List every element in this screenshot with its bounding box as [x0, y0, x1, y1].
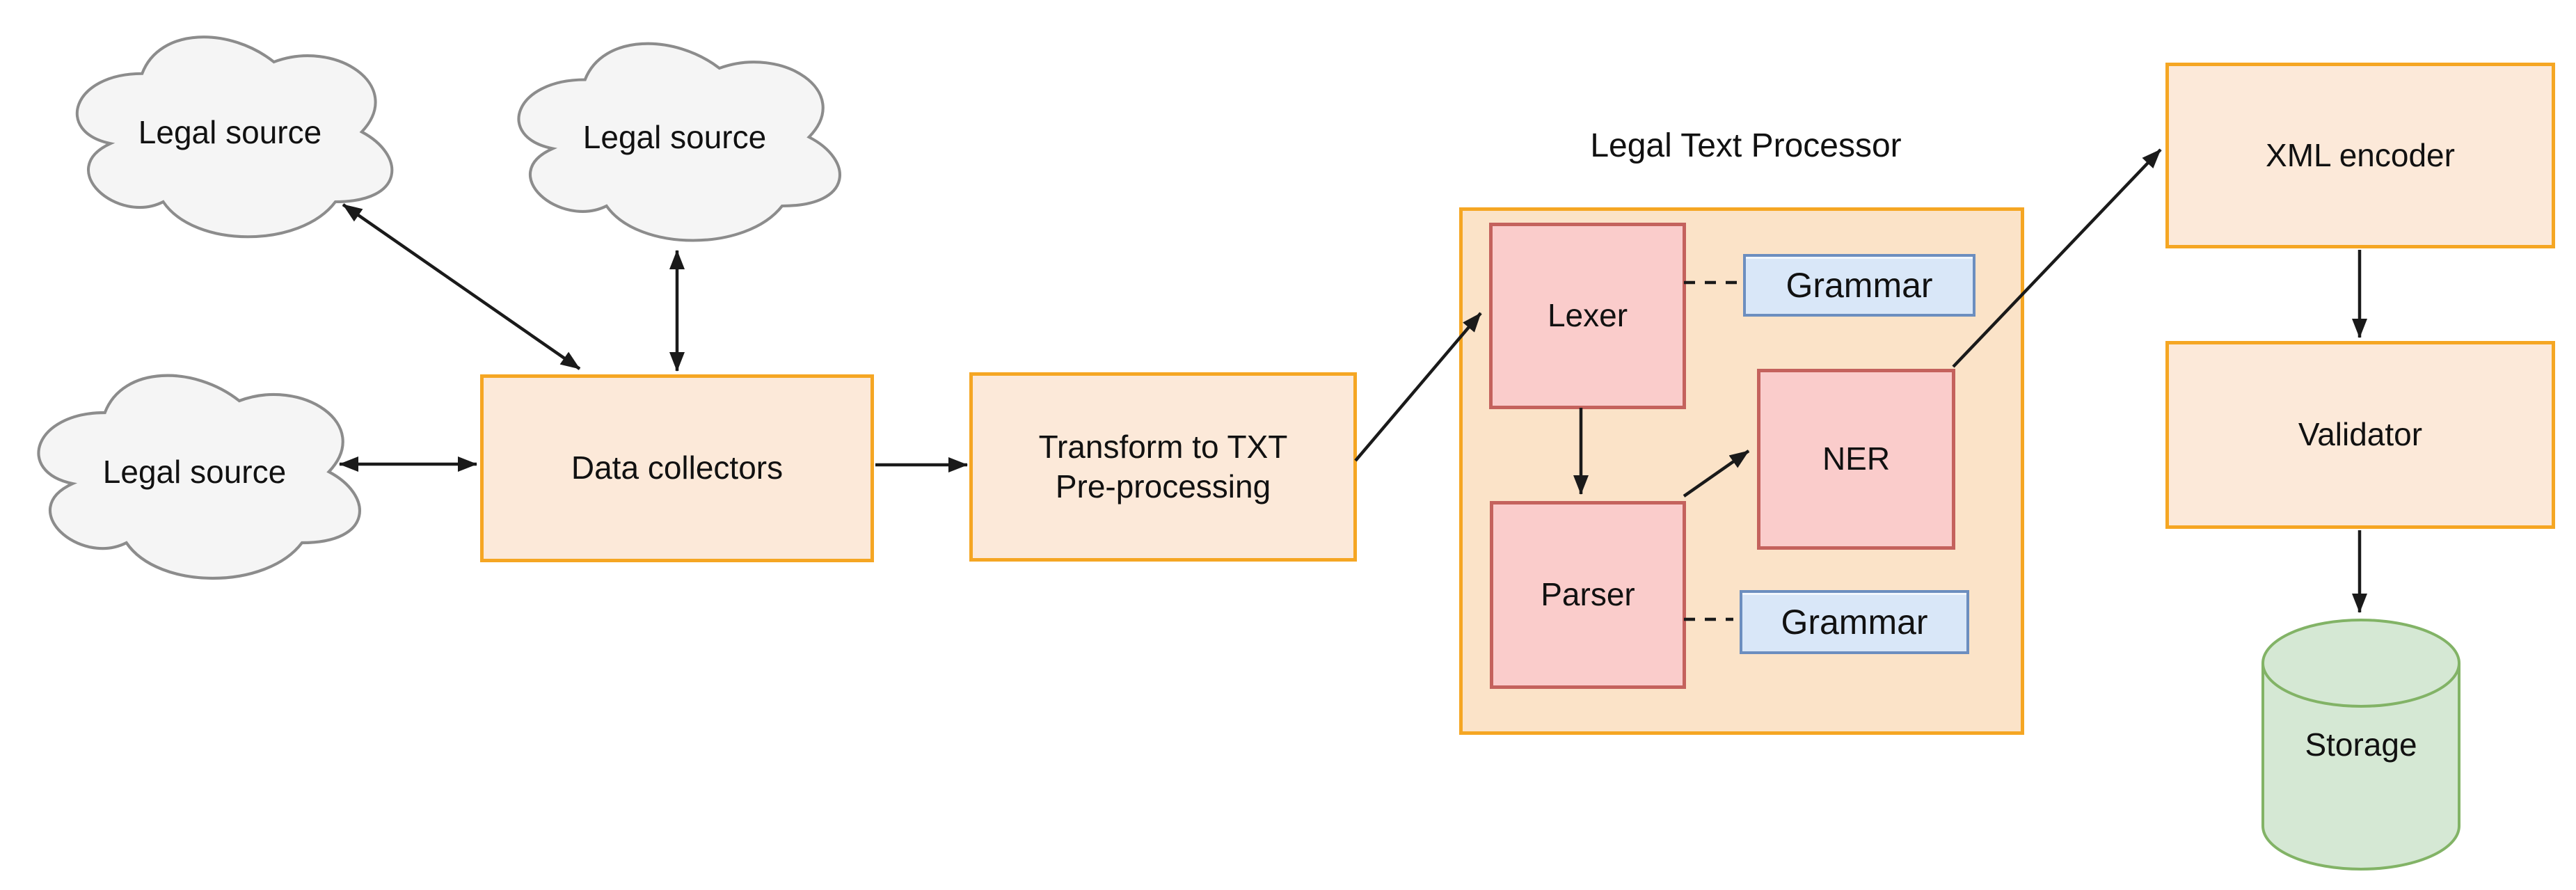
cloud-top-left-label: Legal source: [138, 113, 322, 150]
validator-label: Validator: [2298, 416, 2423, 453]
lexer-label: Lexer: [1547, 297, 1628, 334]
ner-box: NER: [1757, 369, 1955, 550]
grammar-bottom-box: Grammar: [1740, 590, 1969, 654]
xml-encoder-box: XML encoder: [2165, 63, 2555, 248]
ner-label: NER: [1822, 440, 1891, 477]
validator-box: Validator: [2165, 341, 2555, 529]
lexer-box: Lexer: [1489, 223, 1686, 409]
grammar-top-box: Grammar: [1743, 254, 1975, 317]
grammar-top-label: Grammar: [1786, 265, 1933, 305]
data-collectors-box: Data collectors: [480, 374, 874, 562]
cloud-top-mid: Legal source: [495, 22, 854, 252]
cloud-top-mid-label: Legal source: [582, 119, 767, 155]
cloud-top-left: Legal source: [54, 15, 406, 248]
legal-text-processor-title: Legal Text Processor: [1590, 127, 1902, 164]
grammar-bottom-label: Grammar: [1781, 602, 1928, 642]
data-collectors-label: Data collectors: [571, 450, 784, 486]
xml-encoder-label: XML encoder: [2266, 136, 2455, 173]
transform-label-line1: Transform to TXT: [1038, 428, 1288, 465]
cloud-shape-bottom-left: [37, 374, 361, 580]
cloud-bottom-left: Legal source: [15, 353, 374, 590]
cloud-shape-top-mid: [517, 42, 841, 242]
cloud-bottom-left-label: Legal source: [102, 454, 287, 490]
storage-node: Storage: [2260, 703, 2462, 786]
parser-box: Parser: [1490, 501, 1686, 689]
transform-label-line2: Pre-processing: [1055, 468, 1271, 504]
parser-label: Parser: [1541, 576, 1635, 613]
storage-label: Storage: [2305, 726, 2417, 763]
storage-cylinder: [2261, 619, 2460, 871]
cloud-shape-top-left: [75, 35, 394, 239]
legal-text-processor-container: Lexer Parser NER Grammar Grammar: [1459, 207, 2024, 735]
transform-box: Transform to TXT Pre-processing: [969, 372, 1357, 562]
